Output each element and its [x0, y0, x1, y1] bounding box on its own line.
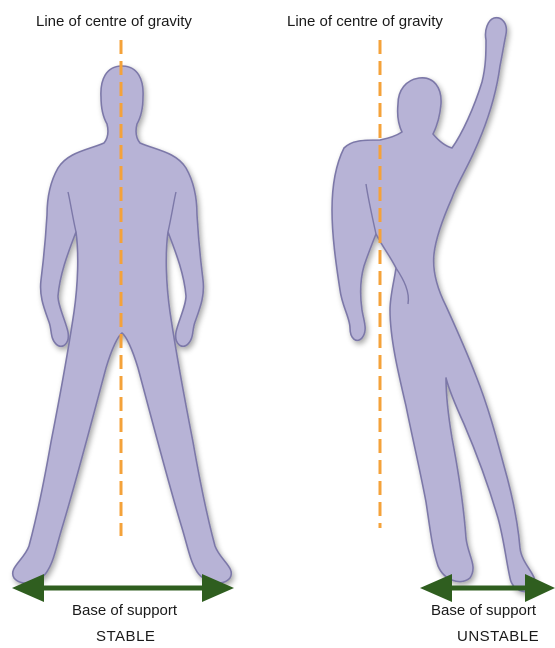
unstable-figure: [332, 18, 535, 592]
stable-base-arrow: [12, 574, 234, 602]
unstable-gravity-label: Line of centre of gravity: [287, 13, 443, 30]
unstable-base-label: Base of support: [431, 602, 536, 619]
stable-gravity-label: Line of centre of gravity: [36, 13, 192, 30]
stable-base-label: Base of support: [72, 602, 177, 619]
unstable-body-silhouette: [332, 18, 535, 592]
unstable-caption: UNSTABLE: [457, 628, 539, 645]
stable-caption: STABLE: [96, 628, 155, 645]
